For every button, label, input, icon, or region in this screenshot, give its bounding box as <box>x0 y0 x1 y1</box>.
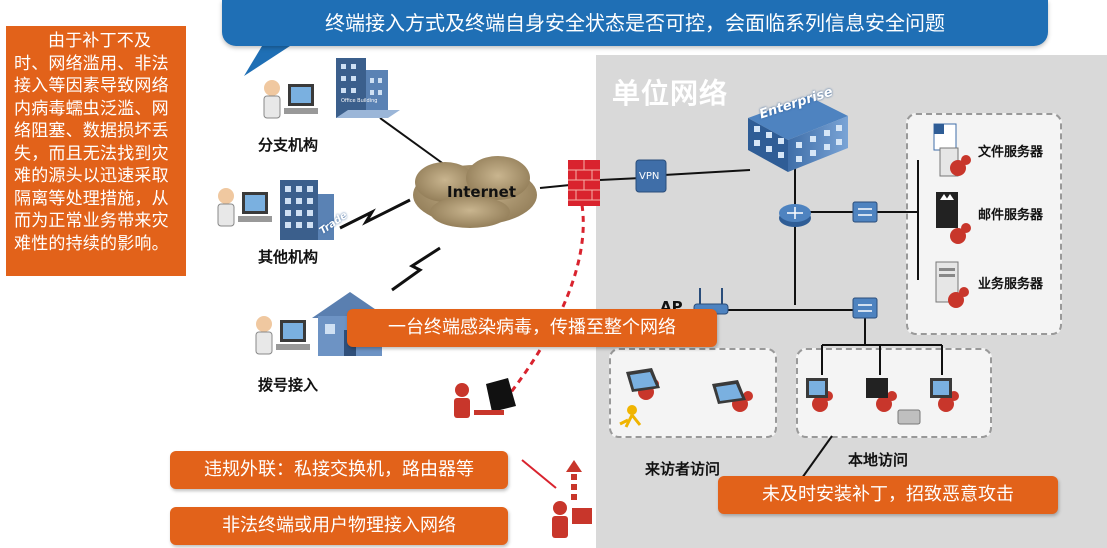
biz-server-icon <box>935 261 959 303</box>
hacker-icon <box>454 378 516 418</box>
internet-cloud <box>413 156 537 228</box>
title-pointer <box>244 46 290 76</box>
illegal-link-callout: 违规外联：私接交换机，路由器等 <box>170 451 508 489</box>
mail-server-label: 邮件服务器 <box>978 208 1044 223</box>
unit-network-title: 单位网络 <box>612 77 729 110</box>
local-access-label: 本地访问 <box>848 451 909 469</box>
biz-server-label: 业务服务器 <box>978 277 1044 292</box>
file-server-label: 文件服务器 <box>978 145 1044 160</box>
internet-label: Internet <box>447 183 517 201</box>
dialup-user-icon <box>255 316 310 355</box>
core-switch-icon <box>852 201 878 223</box>
branch-user-icon <box>263 80 318 119</box>
file-server-icon <box>933 123 959 177</box>
branch-label: 分支机构 <box>258 136 319 154</box>
intruder-icon <box>552 501 592 538</box>
connection-lines <box>379 117 943 479</box>
firewall-icon <box>568 160 600 206</box>
office-building-label: Office Building <box>341 98 378 104</box>
enterprise-building-icon <box>748 96 848 172</box>
virus-icons <box>638 155 971 412</box>
infection-path <box>503 204 585 401</box>
title-banner: 终端接入方式及终端自身安全状态是否可控，会面临系列信息安全问题 <box>222 0 1048 46</box>
dialup-label: 拨号接入 <box>258 376 319 394</box>
access-switch-icon <box>852 297 878 319</box>
trade-building-icon <box>280 180 334 240</box>
vpn-device-icon <box>635 159 667 193</box>
visitor-label: 来访者访问 <box>645 460 721 478</box>
illegal-terminal-callout: 非法终端或用户物理接入网络 <box>170 507 508 545</box>
other-org-label: 其他机构 <box>258 248 319 266</box>
vpn-label: VPN <box>639 171 660 182</box>
infection-callout: 一台终端感染病毒，传播至整个网络 <box>347 309 717 347</box>
mail-server-icon <box>936 192 958 228</box>
wireless-link-other <box>339 198 411 230</box>
description-box: 由于补丁不及时、网络滥用、非法接入等因素导致网络内病毒蠕虫泛滥、网络阻塞、数据损… <box>6 26 186 276</box>
unpatched-callout: 未及时安装补丁，招致恶意攻击 <box>718 476 1058 514</box>
visitor-laptop-icons <box>626 368 746 404</box>
office-building-icon <box>336 58 400 118</box>
up-arrow-icon <box>566 460 582 500</box>
running-person-icon <box>619 405 642 428</box>
router-icon <box>779 204 811 227</box>
illegal-link-arrow <box>521 459 557 489</box>
server-group <box>906 113 1062 335</box>
other-user-icon <box>217 188 272 227</box>
local-pc-icons <box>806 378 952 425</box>
wireless-link-dialup <box>391 246 441 292</box>
